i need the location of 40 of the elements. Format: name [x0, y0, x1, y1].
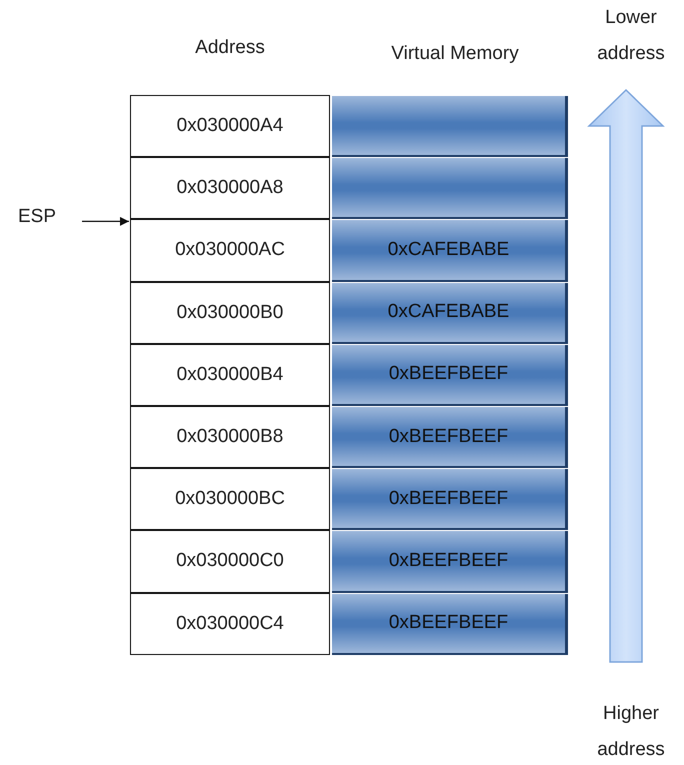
cell-text: 0x030000B0 — [176, 302, 284, 324]
cell-text: 0xBEEFBEEF — [388, 488, 508, 510]
memory-cell — [332, 594, 568, 655]
memory-cell — [332, 158, 568, 220]
cell-text: 0xBEEFBEEF — [388, 550, 508, 572]
memory-cell — [332, 531, 568, 593]
address-cell — [130, 344, 330, 406]
cell-text: 0x030000A8 — [176, 177, 284, 200]
cell-text: 0xCAFEBABE — [388, 238, 510, 261]
address-cell — [130, 157, 330, 220]
cell-text: 0x030000B4 — [176, 364, 284, 386]
cell-text: 0x030000A4 — [176, 115, 284, 138]
address-cell — [130, 468, 330, 530]
direction-label: Lower address — [596, 6, 666, 66]
memory-cell — [332, 469, 568, 530]
column-header: Address — [194, 36, 266, 60]
cell-text: 0x030000AC — [175, 239, 285, 262]
cell-text: 0xBEEFBEEF — [388, 363, 508, 386]
cell-text: 0xCAFEBABE — [388, 301, 510, 324]
address-cell — [130, 406, 330, 468]
address-cell — [130, 592, 330, 655]
direction-label: Higher address — [596, 702, 666, 762]
cell-text: 0x030000C0 — [176, 550, 284, 572]
address-cell — [130, 95, 330, 158]
address-cell — [130, 530, 330, 593]
memory-cell — [332, 282, 568, 344]
cell-text: 0x030000B8 — [176, 426, 284, 448]
memory-cell — [332, 96, 568, 158]
cell-text: 0x030000BC — [175, 488, 285, 510]
pointer-label: ESP — [18, 206, 56, 228]
address-cell — [130, 282, 330, 344]
address-cell — [130, 219, 330, 282]
cell-text: 0x030000C4 — [176, 612, 284, 635]
memory-cell — [332, 220, 568, 282]
arrow — [82, 216, 129, 226]
column-header: Virtual Memory — [390, 42, 520, 66]
memory-cell — [332, 407, 568, 468]
memory-cell — [332, 344, 568, 406]
cell-text: 0xBEEFBEEF — [388, 612, 508, 634]
cell-text: 0xBEEFBEEF — [388, 426, 508, 448]
